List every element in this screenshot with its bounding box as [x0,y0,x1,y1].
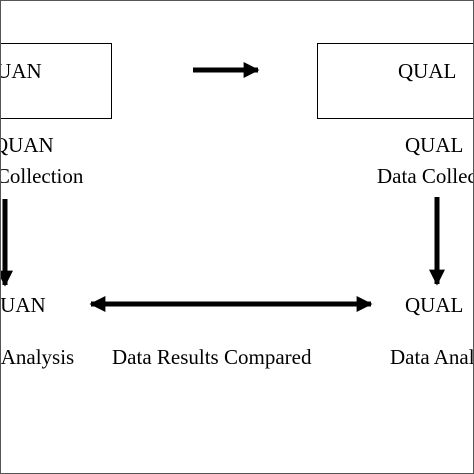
qual-collection-subtitle: Data Collection [377,164,473,188]
qual-box-label: QUAL [398,59,457,83]
quan-collection-title: QUAN [1,133,54,157]
qual-box [317,43,473,119]
quan-box-label: QUAN [1,59,42,83]
qual-collection-title: QUAL [405,133,464,157]
quan-collection-subtitle: Data Collection [0,164,84,188]
results-compared-label: Data Results Compared [112,345,312,369]
quan-box [1,43,112,119]
qual-analysis-title: QUAL [405,293,464,317]
qual-analysis-subtitle: Data Analysis [390,345,474,369]
quan-analysis-title: QUAN [0,293,46,317]
quan-analysis-subtitle: Data Analysis [0,345,75,369]
